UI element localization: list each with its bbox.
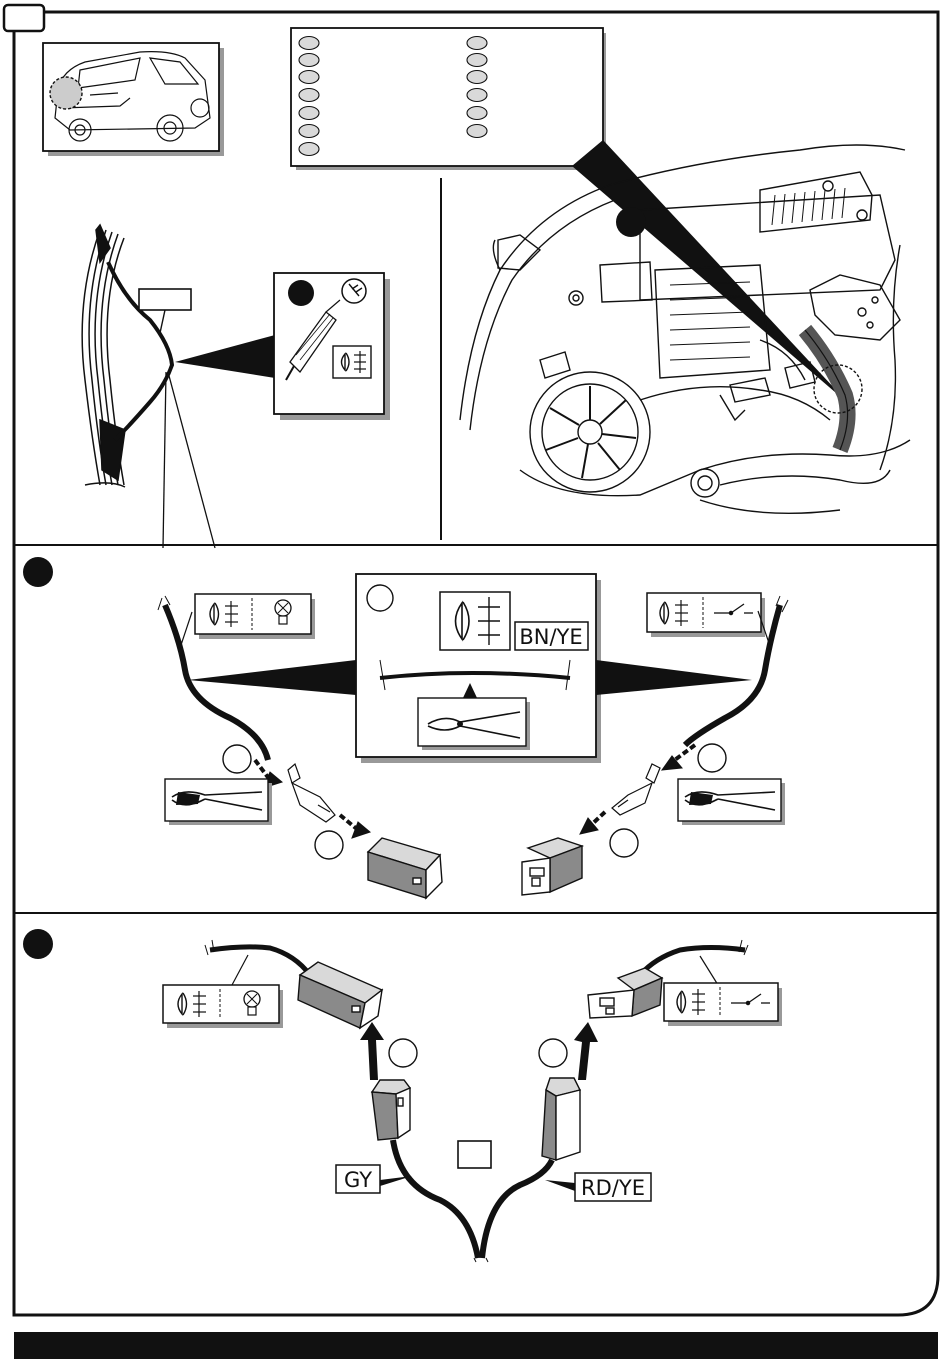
cut-wire-detail: BN/YE [356, 574, 601, 763]
sub-step-marker [539, 1039, 567, 1067]
wire-identification-tag [458, 1141, 491, 1168]
fog-bulb-tag-left [195, 594, 315, 639]
step-marker [616, 207, 646, 237]
crimp-terminal-left [288, 764, 335, 822]
legend-oval [299, 71, 319, 84]
step-marker [288, 280, 314, 306]
wire-harness-in-trunk [805, 330, 848, 450]
vehicle-wire-left [205, 940, 310, 985]
detail-pointer [175, 335, 275, 378]
footer-bar [14, 1332, 938, 1359]
legend-oval [467, 125, 487, 138]
location-highlight [50, 77, 82, 109]
sub-step-marker [389, 1039, 417, 1067]
sub-step-marker [610, 829, 638, 857]
test-lamp-detail [274, 273, 390, 420]
crimp-terminal-right [612, 764, 660, 815]
fog-light-icon [440, 592, 510, 650]
crimping-tool-icon [165, 779, 272, 825]
wire-color-label: RD/YE [581, 1176, 645, 1200]
fog-light-icon [333, 346, 371, 378]
sub-step-marker [223, 745, 251, 773]
sub-step-marker [367, 585, 393, 611]
step-number-tab [4, 5, 44, 31]
adapter-connector-right [542, 1078, 580, 1160]
trunk-interior-illustration [460, 145, 910, 513]
crimping-tool-icon [678, 779, 785, 825]
connector-housing-female [588, 968, 662, 1018]
sub-step-marker [698, 744, 726, 772]
legend-oval [299, 107, 319, 120]
legend-oval [467, 107, 487, 120]
fog-switch-tag-right [647, 593, 765, 637]
ground-icon [342, 279, 366, 303]
side-cutter-icon [418, 698, 530, 750]
vehicle-wire-bundle [82, 225, 215, 548]
legend-oval [467, 37, 487, 50]
legend-oval [299, 89, 319, 102]
legend-oval [299, 143, 319, 156]
wire-label-red-yellow: RD/YE [545, 1173, 651, 1201]
sub-step-marker [315, 831, 343, 859]
car-location-thumbnail [43, 43, 224, 156]
connector-housing-male [368, 838, 442, 898]
legend-oval [299, 37, 319, 50]
wire-identification-tag [139, 289, 191, 333]
adapter-connector-left [372, 1080, 410, 1140]
step-marker [23, 557, 53, 587]
legend-oval [467, 54, 487, 67]
legend-oval [299, 125, 319, 138]
connector-housing-female [522, 838, 582, 895]
wire-color-label: BN/YE [519, 625, 582, 649]
connector-housing-male [298, 962, 382, 1028]
legend-oval [467, 71, 487, 84]
legend-oval [467, 89, 487, 102]
step-marker [23, 929, 53, 959]
fog-bulb-tag-left [163, 985, 283, 1028]
legend-oval [299, 54, 319, 67]
wire-color-label: GY [344, 1168, 372, 1192]
fog-switch-tag-right [664, 983, 782, 1026]
